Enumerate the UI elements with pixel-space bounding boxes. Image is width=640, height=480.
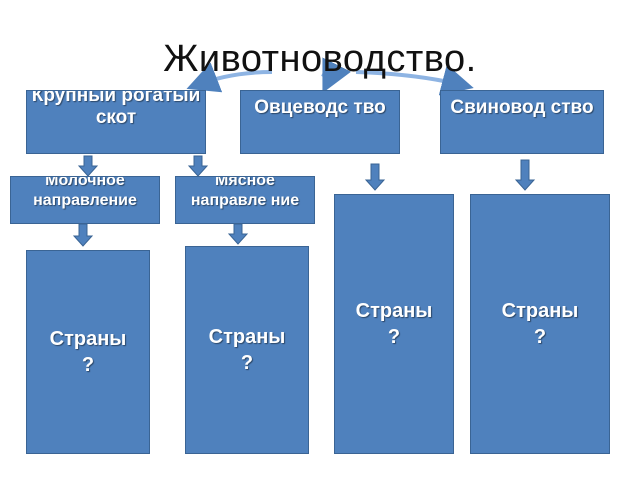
countries-dairy-label: Страны ? — [49, 328, 127, 376]
box-dairy-label: Молочное направление — [33, 176, 137, 209]
box-pigs: Свиновод ство — [440, 90, 604, 154]
box-countries-meat: Страны ? — [185, 246, 309, 454]
page-title: Животноводство. — [163, 38, 477, 80]
arrow-cattle-dairy — [77, 155, 99, 177]
box-countries-pigs: Страны ? — [470, 194, 610, 454]
arrow-cattle-meat — [187, 155, 209, 177]
box-pigs-label: Свиновод ство — [450, 97, 594, 118]
box-countries-sheep: Страны ? — [334, 194, 454, 454]
box-meat: Мясное направле ние — [175, 176, 315, 224]
box-dairy: Молочное направление — [10, 176, 160, 224]
arrow-title-pigs — [355, 64, 474, 96]
arrow-sheep-countries — [364, 163, 386, 191]
arrow-meat-countries — [227, 223, 249, 245]
arrow-title-sheep — [321, 57, 352, 94]
box-sheep-label: Овцеводс тво — [254, 97, 386, 118]
arrow-pigs-countries — [514, 159, 536, 191]
countries-sheep-label: Страны ? — [355, 300, 433, 348]
countries-meat-label: Страны ? — [208, 326, 286, 374]
box-cattle: Крупный рогатый скот — [26, 90, 206, 154]
arrow-dairy-countries — [72, 223, 94, 247]
arrow-title-cattle — [186, 62, 273, 93]
box-meat-label: Мясное направле ние — [190, 176, 300, 209]
box-cattle-label: Крупный рогатый скот — [31, 90, 201, 128]
box-countries-dairy: Страны ? — [26, 250, 150, 454]
box-sheep: Овцеводс тво — [240, 90, 400, 154]
countries-pigs-label: Страны ? — [501, 300, 579, 348]
